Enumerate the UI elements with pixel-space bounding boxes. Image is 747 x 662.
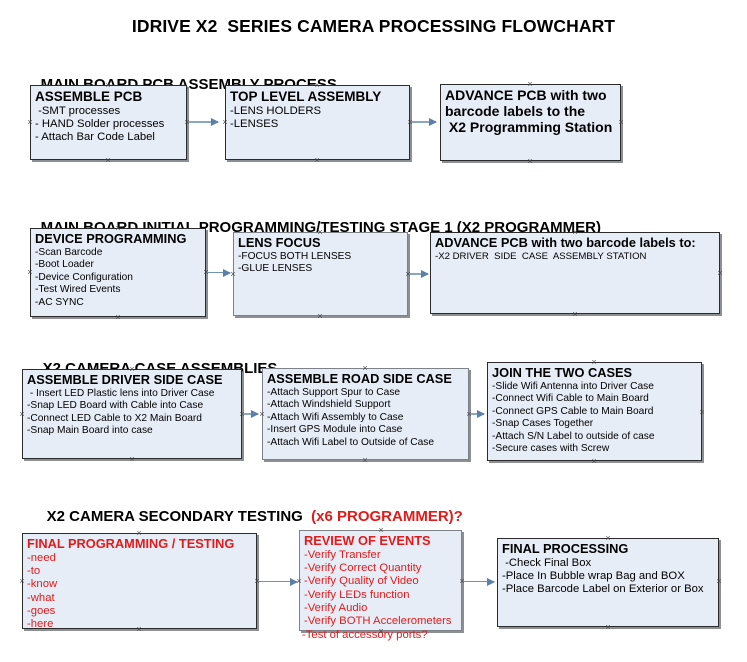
node-assemble-pcb[interactable]: ASSEMBLE PCB -SMT processes - HAND Solde… (30, 85, 187, 160)
node-line: -here (27, 618, 54, 631)
connector-lens-focus-to-advance-pcb (410, 270, 429, 278)
node-title: REVIEW OF EVENTS (304, 533, 431, 548)
node-line: barcode labels to the (445, 103, 586, 119)
node-line: -AC SYNC (35, 296, 84, 308)
node-line: -Verify Correct Quantity (304, 562, 422, 575)
node-line: -Snap LED Board with Cable into Case (27, 400, 204, 412)
node-line: -FOCUS BOTH LENSES (238, 251, 352, 262)
node-title: LENS FOCUS (238, 235, 321, 250)
node-line: - Attach Bar Code Label (35, 131, 155, 144)
connector-device-programming-to-lens-focus (208, 268, 231, 277)
node-line: -Connect Wifi Cable to Main Board (492, 393, 649, 405)
node-advance-pcb-programming-station[interactable]: ADVANCE PCB with two barcode labels to t… (440, 84, 621, 161)
node-line: -Snap Main Board into case (27, 425, 153, 437)
node-lens-focus[interactable]: LENS FOCUS -FOCUS BOTH LENSES -GLUE LENS… (233, 232, 408, 316)
page-title: IDRIVE X2 SERIES CAMERA PROCESSING FLOWC… (131, 16, 616, 36)
connector-driver-case-to-road-case (244, 410, 259, 418)
node-top-level-assembly[interactable]: TOP LEVEL ASSEMBLY -LENS HOLDERS -LENSES (225, 85, 410, 160)
connector-road-case-to-join-cases (471, 410, 485, 418)
section-heading-red-suffix: (x6 PROGRAMMER)? (306, 508, 463, 525)
node-line: -Device Configuration (35, 271, 133, 283)
node-line: -LENS HOLDERS (230, 105, 322, 117)
node-line: -Connect GPS Cable to Main Board (492, 405, 654, 417)
node-line: -Test Wired Events (35, 284, 121, 296)
connector-review-events-to-final-processing (464, 577, 495, 586)
node-line: -what (27, 591, 55, 604)
node-line: - HAND Solder processes (35, 118, 165, 131)
node-title: ADVANCE PCB with two barcode labels to: (435, 235, 696, 250)
node-line: -Verify Quality of Video (304, 575, 419, 588)
node-line: - Insert LED Plastic lens into Driver Ca… (27, 388, 215, 399)
node-line: -Insert GPS Module into Case (267, 424, 403, 436)
node-title: ASSEMBLE PCB (35, 89, 143, 104)
node-line: -Attach Wifi Label to Outside of Case (267, 436, 435, 448)
node-line: -Snap Cases Together (492, 418, 594, 430)
section-heading-text: X2 CAMERA SECONDARY TESTING (46, 508, 307, 525)
node-line: -GLUE LENSES (238, 263, 313, 275)
node-join-the-two-cases[interactable]: JOIN THE TWO CASES -Slide Wifi Antenna i… (487, 362, 702, 461)
node-title: FINAL PROGRAMMING / TESTING (27, 536, 235, 551)
node-line: -Verify Transfer (304, 549, 381, 561)
node-final-programming-testing[interactable]: FINAL PROGRAMMING / TESTING -need -to -k… (22, 533, 257, 631)
node-line: -Scan Barcode (35, 247, 103, 258)
node-title: JOIN THE TWO CASES (492, 365, 633, 380)
node-review-of-events[interactable]: REVIEW OF EVENTS -Verify Transfer -Verif… (299, 530, 462, 631)
connector-top-level-to-advance-pcb (412, 118, 437, 126)
node-line: X2 Programming Station (445, 119, 613, 135)
connector-assemble-pcb-to-top-level (189, 118, 219, 126)
node-line: -LENSES (230, 118, 279, 131)
node-line: -Slide Wifi Antenna into Driver Case (492, 381, 654, 392)
node-line: -SMT processes (35, 105, 121, 117)
node-line: -need (27, 552, 56, 564)
node-line: -Attach Windshield Support (267, 399, 391, 411)
node-title: DEVICE PROGRAMMING (35, 231, 187, 246)
node-final-processing[interactable]: FINAL PROCESSING -Check Final Box -Place… (497, 538, 719, 627)
node-title: TOP LEVEL ASSEMBLY (230, 89, 382, 104)
node-line: -goes (27, 604, 56, 617)
node-assemble-road-side-case[interactable]: ASSEMBLE ROAD SIDE CASE -Attach Support … (262, 368, 469, 460)
node-line: -Attach Support Spur to Case (267, 387, 401, 398)
node-overflow-line: -Test of accessory ports? (302, 629, 428, 641)
node-device-programming[interactable]: DEVICE PROGRAMMING -Scan Barcode -Boot L… (30, 228, 206, 317)
node-line: -X2 DRIVER SIDE CASE ASSEMBLY STATION (435, 251, 647, 262)
node-advance-pcb-driver-side-case[interactable]: ADVANCE PCB with two barcode labels to: … (430, 232, 720, 314)
node-line: -Verify Audio (304, 601, 368, 614)
node-assemble-driver-side-case[interactable]: ASSEMBLE DRIVER SIDE CASE - Insert LED P… (22, 369, 242, 459)
node-title: ADVANCE PCB with two (445, 87, 607, 103)
node-line: -to (27, 565, 41, 578)
node-title: FINAL PROCESSING (502, 541, 629, 556)
node-line: -Place In Bubble wrap Bag and BOX (502, 570, 685, 583)
section-heading-x2-camera-secondary-testing: X2 CAMERA SECONDARY TESTING (x6 PROGRAMM… (30, 491, 463, 542)
node-line: -Place Barcode Label on Exterior or Box (502, 583, 704, 596)
node-line: -Verify BOTH Accelerometers (304, 615, 452, 628)
node-line: -Verify LEDs function (304, 588, 410, 601)
connector-final-programming-to-review-events (259, 577, 298, 586)
node-line: -Attach S/N Label to outside of case (492, 430, 655, 442)
node-line: -Boot Loader (35, 259, 94, 271)
node-line: -Connect LED Cable to X2 Main Board (27, 412, 202, 424)
node-title: ASSEMBLE DRIVER SIDE CASE (27, 372, 223, 387)
node-line: -Check Final Box (502, 557, 592, 569)
node-line: -Secure cases with Screw (492, 443, 610, 455)
node-line: -Attach Wifi Assembly to Case (267, 411, 404, 423)
node-line: -know (27, 578, 58, 591)
node-title: ASSEMBLE ROAD SIDE CASE (267, 371, 452, 386)
